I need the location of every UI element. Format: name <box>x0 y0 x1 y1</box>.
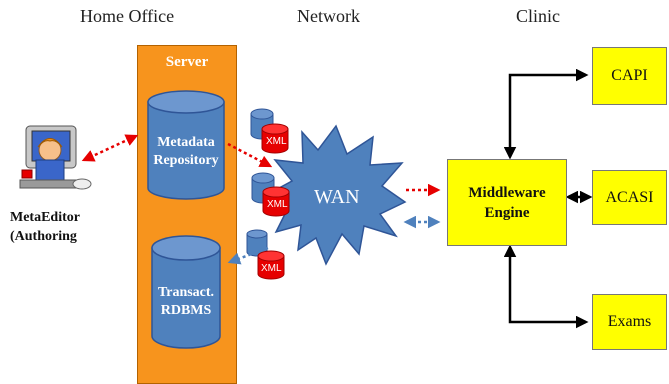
server-label: Server <box>165 54 209 70</box>
rdbms-label-line1: Transact. <box>157 285 215 300</box>
xml-database-2 <box>251 172 290 217</box>
xml-label-1: XML <box>266 136 287 147</box>
metaeditor-label-line1: MetaEditor <box>10 210 80 225</box>
xml-label-3: XML <box>261 263 282 274</box>
capi-label: CAPI <box>611 67 648 84</box>
xml-database-1 <box>250 108 289 154</box>
xml-label-2: XML <box>267 199 288 210</box>
acasi-label: ACASI <box>605 188 654 206</box>
exams-label: Exams <box>607 313 652 330</box>
metaeditor-person-icon <box>19 125 92 190</box>
metadata-repository-cylinder <box>147 90 225 200</box>
middleware-label-line1: Middleware <box>468 184 546 201</box>
wan-label: WAN <box>314 186 360 208</box>
metadata-label-line1: Metadata <box>157 135 215 150</box>
middleware-engine-box: Middleware Engine <box>447 159 567 246</box>
metaeditor-label: MetaEditor (Authoring <box>10 208 80 246</box>
middleware-capi-connector <box>503 68 589 160</box>
metadata-repository-label: Metadata Repository <box>148 134 224 170</box>
metadata-to-xml-arrow <box>227 142 273 168</box>
xml-to-rdbms-arrow <box>227 246 269 265</box>
rdbms-label-line2: RDBMS <box>160 303 212 318</box>
middleware-label-line2: Engine <box>484 204 530 221</box>
rdbms-cylinder <box>151 235 221 349</box>
home-office-header: Home Office <box>80 6 175 26</box>
author-to-metadata-arrow <box>81 134 139 162</box>
xml-database-3 <box>246 229 285 280</box>
middleware-exams-connector <box>503 244 589 329</box>
metaeditor-label-line2: (Authoring <box>10 229 77 244</box>
network-header: Network <box>297 6 360 26</box>
acasi-box: ACASI <box>592 170 667 225</box>
rdbms-label: Transact. RDBMS <box>150 284 222 320</box>
exams-box: Exams <box>592 294 667 350</box>
capi-box: CAPI <box>592 47 667 105</box>
metadata-label-line2: Repository <box>153 153 219 168</box>
clinic-header: Clinic <box>516 6 560 26</box>
